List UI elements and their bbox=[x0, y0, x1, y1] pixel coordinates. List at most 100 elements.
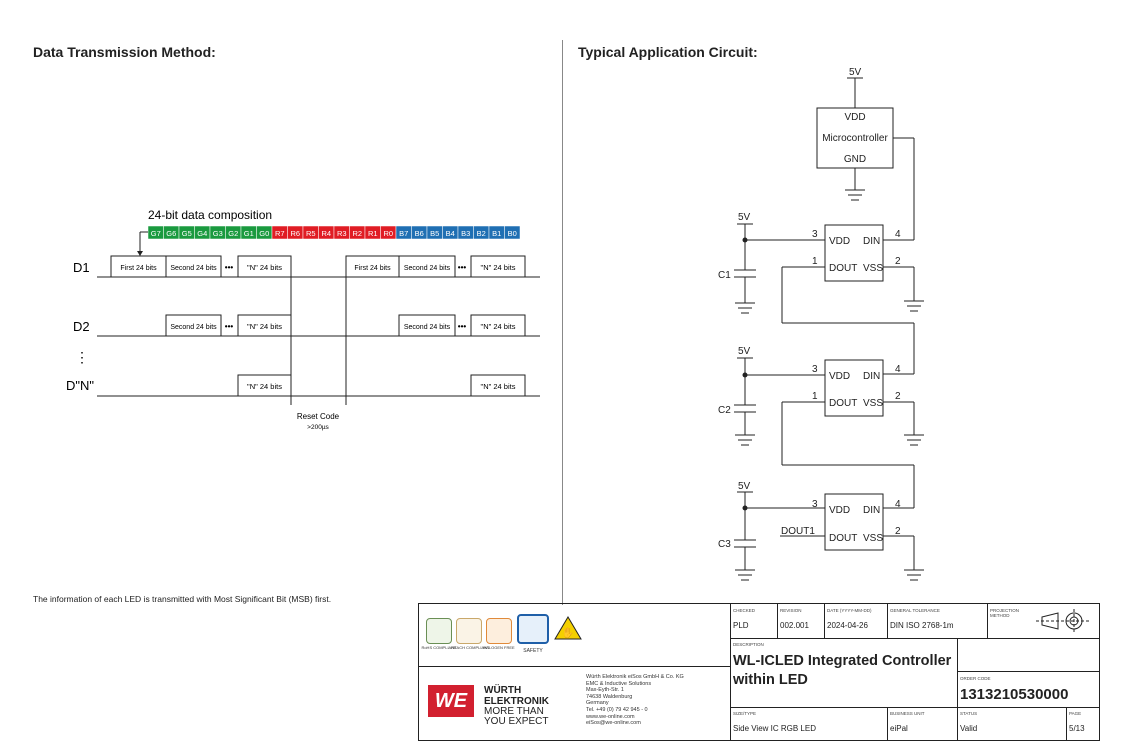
msb-note: The information of each LED is transmitt… bbox=[33, 594, 332, 604]
pin-vdd: VDD bbox=[829, 371, 850, 382]
box-second: Second 24 bits bbox=[170, 324, 217, 331]
bit-label: B5 bbox=[430, 229, 439, 238]
supply-label: 5V bbox=[738, 346, 751, 357]
tolerance-label: GENERAL TOLERANCE bbox=[890, 608, 940, 613]
bit-label: G4 bbox=[197, 229, 207, 238]
mcu-vdd: VDD bbox=[844, 112, 865, 123]
brand-name-2: ELEKTRONIK bbox=[484, 696, 549, 707]
pin-number: 3 bbox=[812, 499, 818, 510]
bit-label: R3 bbox=[337, 229, 347, 238]
bit-label: G1 bbox=[244, 229, 254, 238]
box-n: "N" 24 bits bbox=[247, 382, 282, 391]
safety-badge-icon bbox=[517, 614, 549, 644]
pin-din: DIN bbox=[863, 371, 880, 382]
bit-label: R6 bbox=[290, 229, 300, 238]
supply-label: 5V bbox=[738, 481, 751, 492]
box-second: Second 24 bits bbox=[404, 265, 451, 272]
reset-label: Reset Code bbox=[297, 412, 340, 421]
size-label: SIZE/TYPE bbox=[733, 711, 757, 716]
projection-symbol-icon bbox=[1036, 609, 1090, 633]
esd-warning-icon: ✋ bbox=[554, 616, 582, 640]
cap-label: C1 bbox=[718, 270, 731, 281]
line-label-dots: ⋮ bbox=[75, 349, 89, 365]
bit-label: B6 bbox=[415, 229, 424, 238]
status-value: Valid bbox=[960, 724, 978, 733]
brand-name-1: WÜRTH bbox=[484, 685, 522, 696]
bit-label: R4 bbox=[321, 229, 331, 238]
bit-label: R1 bbox=[368, 229, 378, 238]
we-logo: WE bbox=[428, 685, 474, 717]
composition-title: 24-bit data composition bbox=[148, 208, 272, 222]
ellipsis: ••• bbox=[225, 263, 234, 272]
rohs-badge-icon bbox=[426, 618, 452, 644]
slogan-1: MORE THAN bbox=[484, 706, 544, 717]
line-label-d1: D1 bbox=[73, 260, 90, 275]
pin-number: 2 bbox=[895, 256, 901, 267]
description: WL-ICLED Integrated Controller within LE… bbox=[733, 653, 952, 688]
cap-label: C2 bbox=[718, 405, 731, 416]
bit-cell bbox=[504, 225, 521, 240]
box-second: Second 24 bits bbox=[404, 324, 451, 331]
tolerance-value: DIN ISO 2768-1m bbox=[890, 621, 954, 630]
safety-label: SAFETY bbox=[523, 648, 543, 654]
pin-dout: DOUT bbox=[829, 533, 857, 544]
box-n: "N" 24 bits bbox=[481, 263, 516, 272]
bit-label: B7 bbox=[399, 229, 408, 238]
rohs-label: RoHS COMPLIANT bbox=[421, 645, 457, 650]
box-n: "N" 24 bits bbox=[247, 322, 282, 331]
left-section-title: Data Transmission Method: bbox=[33, 44, 216, 60]
application-circuit: 5V VDD Microcontroller GND 5V 5V 5V C1 C… bbox=[718, 67, 924, 581]
halogen-badge-icon bbox=[486, 618, 512, 644]
bit-label: B0 bbox=[508, 229, 517, 238]
pin-dout: DOUT bbox=[829, 398, 857, 409]
box-second: Second 24 bits bbox=[170, 265, 217, 272]
bit-label: R0 bbox=[383, 229, 393, 238]
pin-number: 2 bbox=[895, 391, 901, 402]
order-code: 1313210530000 bbox=[960, 686, 1069, 703]
date-value: 2024-04-26 bbox=[827, 621, 868, 630]
pin-vss: VSS bbox=[863, 263, 883, 274]
bit-label: R7 bbox=[275, 229, 285, 238]
pin-number: 4 bbox=[895, 229, 901, 240]
section-divider bbox=[562, 40, 563, 605]
date-label: DATE (YYYY-MM-DD) bbox=[827, 608, 872, 613]
bit-label: R5 bbox=[306, 229, 316, 238]
size-value: Side View IC RGB LED bbox=[733, 724, 816, 733]
pin-din: DIN bbox=[863, 505, 880, 516]
description-label: DESCRIPTION bbox=[733, 642, 764, 647]
bit-label: G0 bbox=[259, 229, 269, 238]
checked-label: CHECKED bbox=[733, 608, 756, 613]
mcu-gnd: GND bbox=[844, 154, 866, 165]
supply-label: 5V bbox=[738, 212, 751, 223]
box-first: First 24 bits bbox=[354, 265, 391, 272]
box-first: First 24 bits bbox=[120, 265, 157, 272]
pin-number: 3 bbox=[812, 229, 818, 240]
pin-vss: VSS bbox=[863, 398, 883, 409]
bit-label: G2 bbox=[228, 229, 238, 238]
cap-label: C3 bbox=[718, 539, 731, 550]
bit-label: B1 bbox=[492, 229, 501, 238]
pin-dout: DOUT bbox=[829, 263, 857, 274]
bit-label: G3 bbox=[213, 229, 223, 238]
order-code-label: ORDER CODE bbox=[960, 676, 991, 681]
company-address: Würth Elektronik eiSos GmbH & Co. KG EMC… bbox=[586, 674, 684, 727]
bit-label: B2 bbox=[477, 229, 486, 238]
supply-label: 5V bbox=[849, 67, 862, 78]
box-n: "N" 24 bits bbox=[481, 322, 516, 331]
ellipsis: ••• bbox=[225, 322, 234, 331]
bit-label: G6 bbox=[166, 229, 176, 238]
page-label: PAGE bbox=[1069, 711, 1082, 716]
mcu-name: Microcontroller bbox=[822, 133, 888, 144]
reach-badge-icon bbox=[456, 618, 482, 644]
slogan-2: YOU EXPECT bbox=[484, 716, 549, 727]
bit-label: G7 bbox=[151, 229, 161, 238]
pin-din: DIN bbox=[863, 236, 880, 247]
status-label: STATUS bbox=[960, 711, 978, 716]
ellipsis: ••• bbox=[458, 263, 467, 272]
halogen-label: HALOGEN FREE bbox=[483, 645, 515, 650]
right-section-title: Typical Application Circuit: bbox=[578, 44, 758, 60]
revision-value: 002.001 bbox=[780, 621, 809, 630]
dout-label: DOUT1 bbox=[781, 526, 815, 537]
business-unit-label: BUSINESS UNIT bbox=[890, 711, 925, 716]
